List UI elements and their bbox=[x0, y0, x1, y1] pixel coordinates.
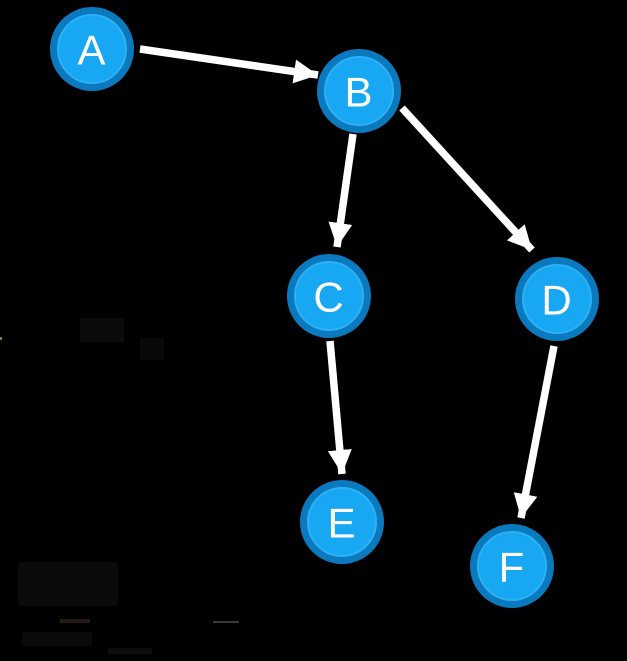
node-label-A: A bbox=[77, 27, 106, 74]
node-inner-circle bbox=[477, 531, 547, 601]
edge-D-F bbox=[513, 345, 558, 519]
node-label-F: F bbox=[499, 544, 526, 591]
graph-node-C[interactable]: C bbox=[287, 254, 371, 338]
edge-B-D bbox=[399, 105, 535, 253]
graph-node-D[interactable]: D bbox=[515, 257, 599, 341]
node-inner-circle bbox=[324, 56, 394, 126]
graph-node-B[interactable]: B bbox=[317, 49, 401, 133]
graph-node-E[interactable]: E bbox=[300, 480, 384, 564]
node-inner-circle bbox=[57, 14, 127, 84]
edge-B-C bbox=[328, 133, 357, 248]
node-label-D: D bbox=[541, 277, 572, 324]
edge-C-E bbox=[326, 340, 352, 475]
node-inner-circle bbox=[522, 264, 592, 334]
graph-node-A[interactable]: A bbox=[50, 7, 134, 91]
node-inner-circle bbox=[294, 261, 364, 331]
node-label-E: E bbox=[327, 500, 356, 547]
edge-A-B bbox=[139, 45, 319, 84]
graph-node-F[interactable]: F bbox=[470, 524, 554, 608]
node-label-B: B bbox=[344, 69, 373, 116]
node-label-C: C bbox=[313, 274, 344, 321]
node-inner-circle bbox=[307, 487, 377, 557]
